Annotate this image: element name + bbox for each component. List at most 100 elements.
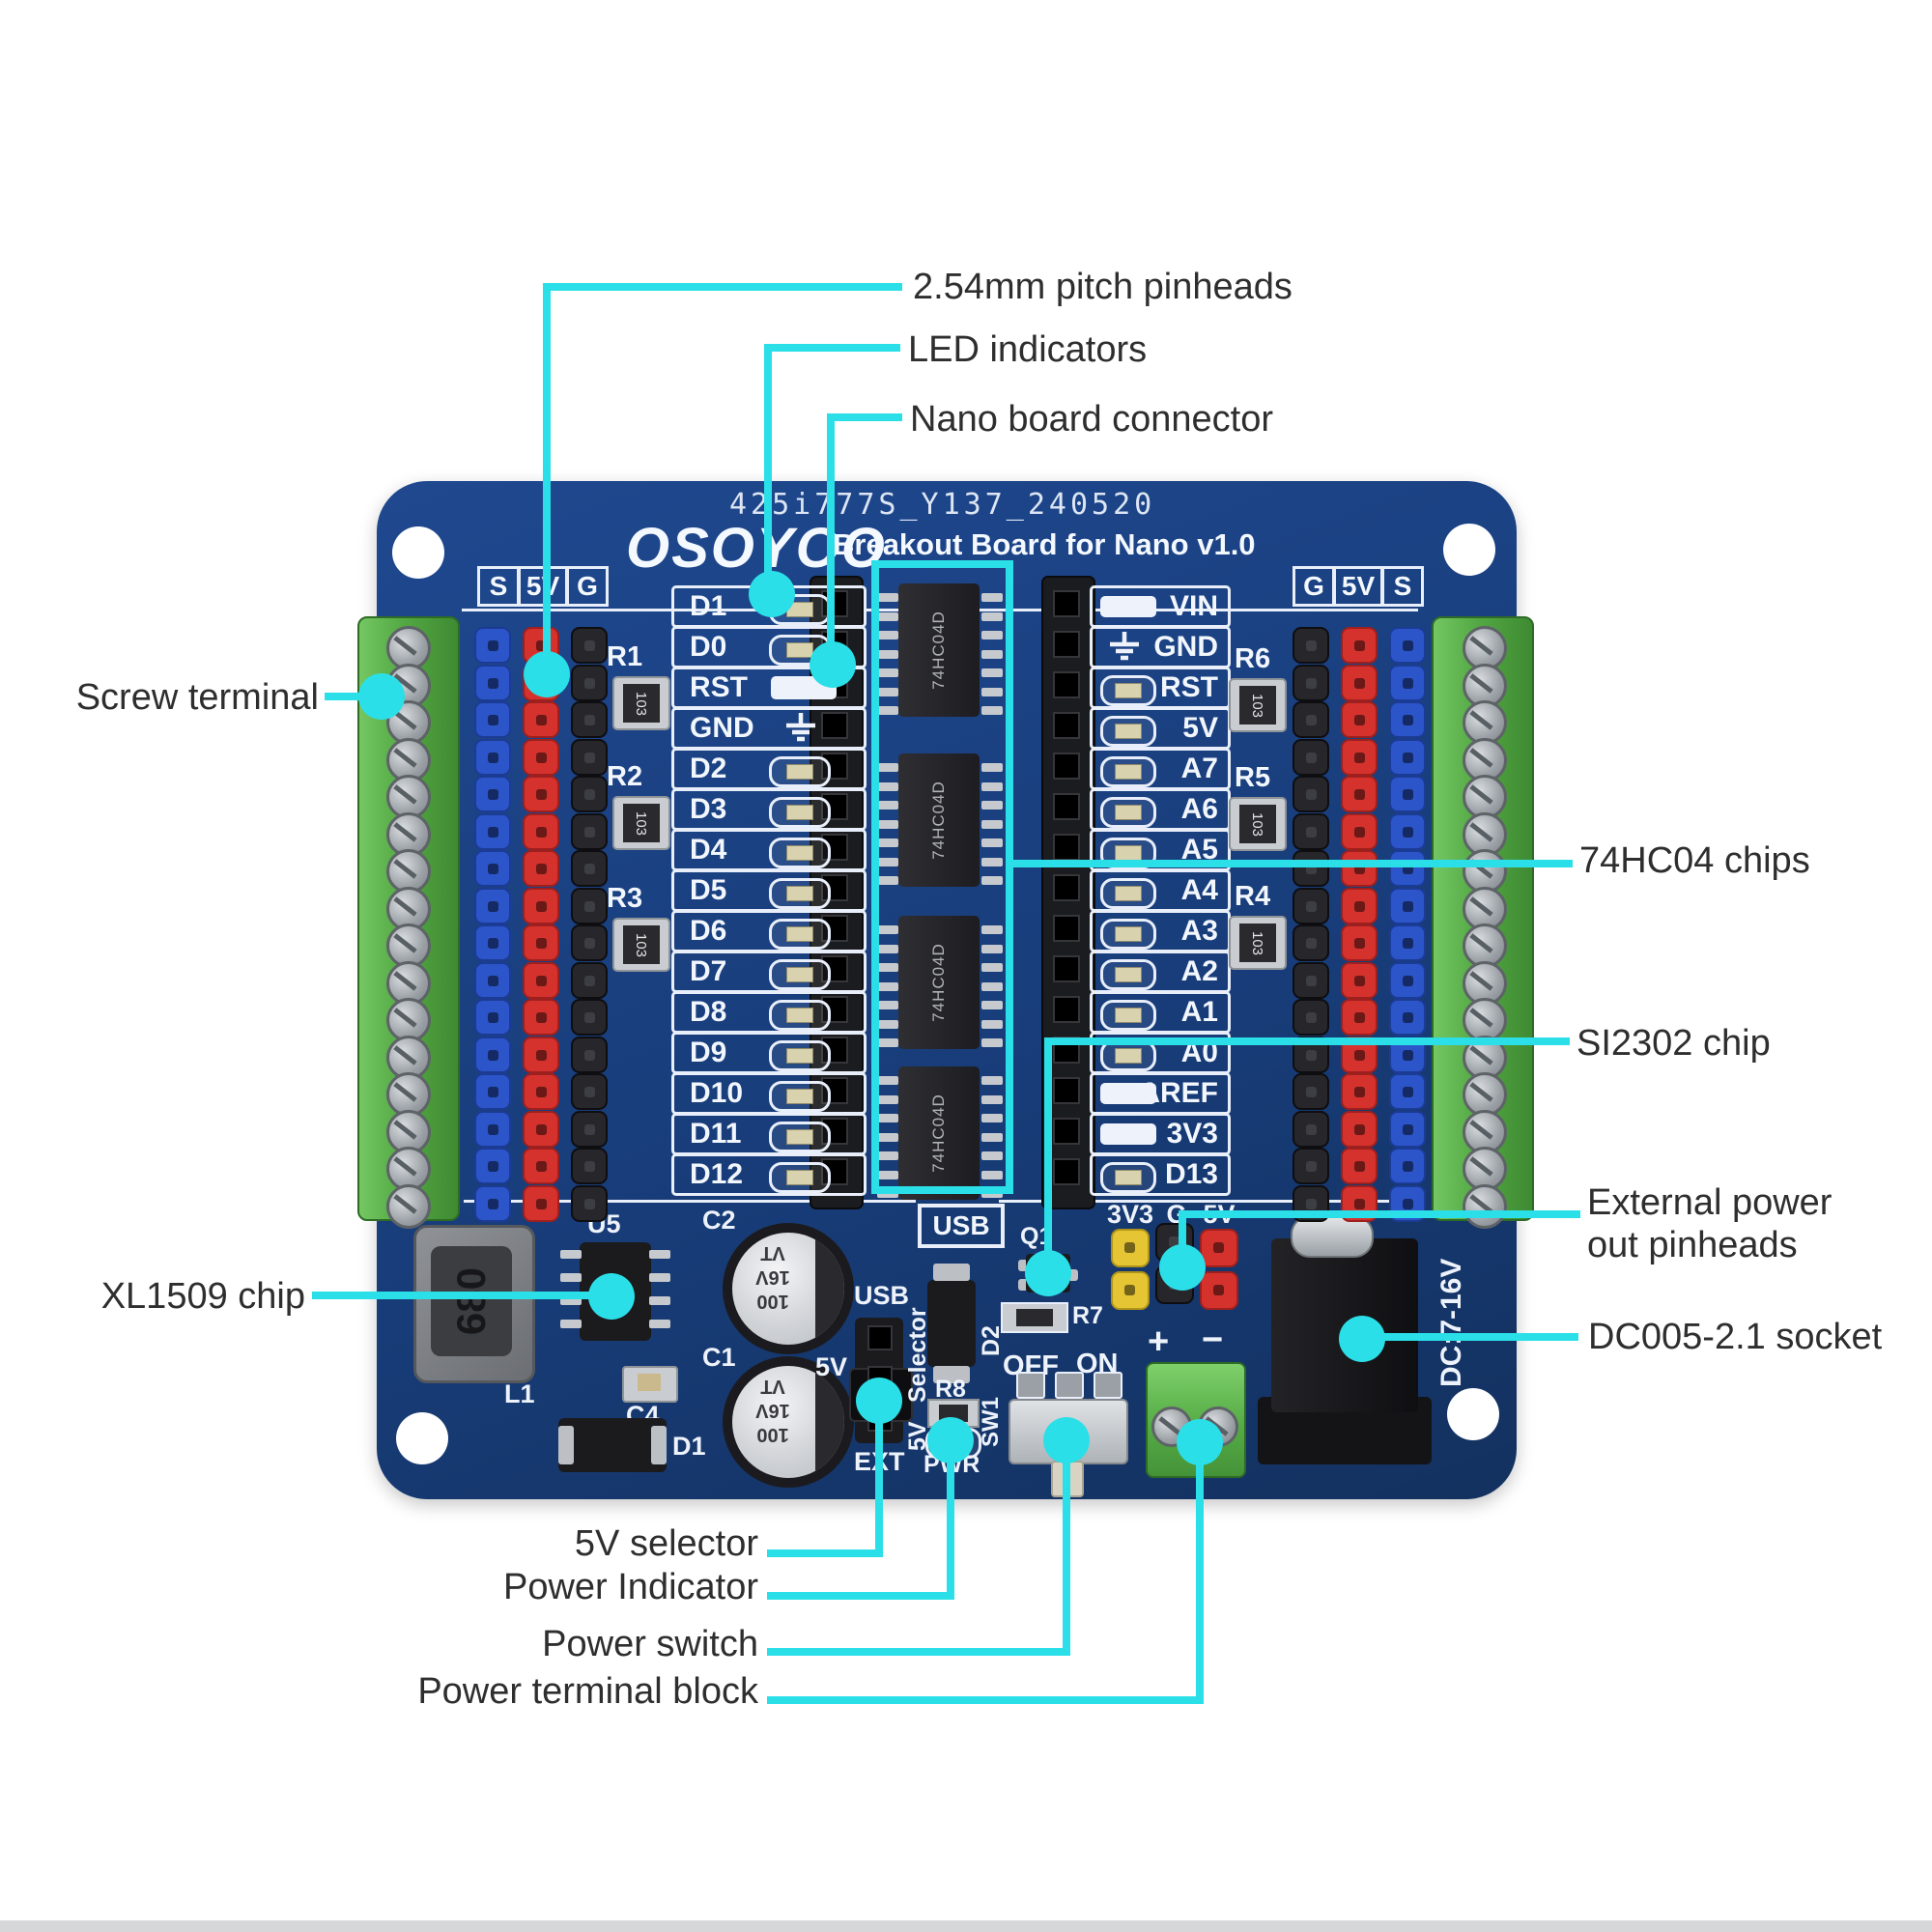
chip-pin [877,631,898,639]
led-icon [769,1040,831,1071]
pin-socket [488,789,498,800]
chip-pin [877,981,898,991]
pinhead-red [523,1073,559,1110]
screw-icon [386,849,431,894]
pin-socket [1354,864,1365,874]
pin-socket [488,715,498,725]
pin-socket [1403,1123,1413,1135]
screw-slot [393,859,417,879]
smd-resistor: 103 [1229,797,1287,851]
pin-socket [536,938,547,949]
signal-label: D8 [690,996,727,1028]
pin-socket [584,715,595,725]
annotation-nano-connector: Nano board connector [910,399,1274,440]
pin-socket [1354,789,1365,800]
pin-socket [1169,1236,1179,1247]
chip-pin [649,1250,670,1259]
connector-hole [1053,793,1080,820]
signal-row-d9: D9 [671,1032,867,1074]
pinhead-blue [1389,1148,1426,1184]
pwr-label: PWR [923,1451,980,1478]
screw-slot [1205,1416,1229,1436]
pin-socket [1306,938,1317,949]
power-switch-knob [1051,1461,1084,1497]
pinhead-blue [1389,776,1426,812]
pin-socket [1354,1123,1365,1135]
pinhead-blue [474,1184,511,1222]
smd-core: 103 [1239,923,1276,962]
chip-pin [981,593,1003,602]
board-title-text: Breakout Board for Nano v1.0 [833,527,1256,561]
led-chip [786,602,813,617]
annotation-power-indicator: Power Indicator [502,1567,758,1607]
screw-slot [393,747,417,768]
screw-icon [386,923,431,968]
connector-hole [821,712,848,739]
pin-socket [1403,1198,1413,1209]
silk-bar [1100,1123,1156,1145]
pin-socket [488,1198,498,1209]
pinhead-red [523,738,559,776]
pinhead-red [523,664,559,701]
signal-row-a0: A0 [1090,1032,1231,1074]
led-icon [1100,797,1156,828]
pinhead-blue [474,812,511,850]
screw-slot [393,1119,417,1140]
annotation-hc04: 74HC04 chips [1579,840,1810,881]
led-icon [769,1000,831,1031]
led-icon [769,1162,831,1193]
resistor-r7 [1001,1302,1068,1333]
signal-label: A7 [1180,753,1218,784]
pinhead-red [523,850,559,887]
screw-slot [1469,1156,1493,1177]
screw-slot [1469,747,1493,768]
pin-socket [584,826,595,838]
pinhead-black [1293,738,1329,776]
connector-hole [1053,996,1080,1023]
chip-pin [981,819,1003,829]
pinhead-red [1341,887,1378,924]
pin-socket [1354,938,1365,949]
annotation-screw-terminal: Screw terminal [75,677,319,718]
chip-pin [877,963,898,972]
chip-pin [981,1094,1003,1104]
pin-socket [488,1123,498,1135]
led-chip [1115,1008,1142,1023]
smd-core: 103 [623,925,660,964]
jumper-hole [867,1406,893,1432]
c1-label: C1 [702,1343,736,1372]
capacitor-c2: 100 16V VT [723,1223,854,1354]
pinhead-red [523,701,559,738]
pinhead-black [1293,701,1329,738]
pinhead-blue [474,664,511,701]
chip-pin [981,925,1003,934]
pin-socket [1213,1285,1224,1295]
signal-row-vin: VIN [1090,585,1231,628]
connector-hole [1053,1037,1080,1064]
signal-row-d13: D13 [1090,1153,1231,1196]
screw-slot [393,1082,417,1102]
pin-socket [1403,938,1413,949]
mounting-hole [392,526,444,579]
chip-pin [877,1151,898,1160]
led-chip [1115,926,1142,942]
chip-pin [981,1151,1003,1160]
signal-label: A1 [1180,996,1218,1028]
connector-hole [1053,590,1080,617]
screw-icon [386,1072,431,1117]
pin-socket [536,752,547,763]
chip-pin [877,1170,898,1179]
pinhead-black [1293,812,1329,850]
chip-pin [877,611,898,621]
r8-body [939,1405,968,1422]
signal-label: A0 [1180,1037,1218,1068]
pin-socket [584,1012,595,1023]
pinhead-blue [474,701,511,738]
pin-socket [1403,900,1413,912]
ic-chip-74hc04: 74HC04D [898,916,980,1049]
led-icon [1100,716,1156,747]
pin-socket [1403,1012,1413,1023]
led-icon [769,635,831,666]
resistor-label: R5 [1235,762,1271,793]
pin-socket [488,1049,498,1061]
